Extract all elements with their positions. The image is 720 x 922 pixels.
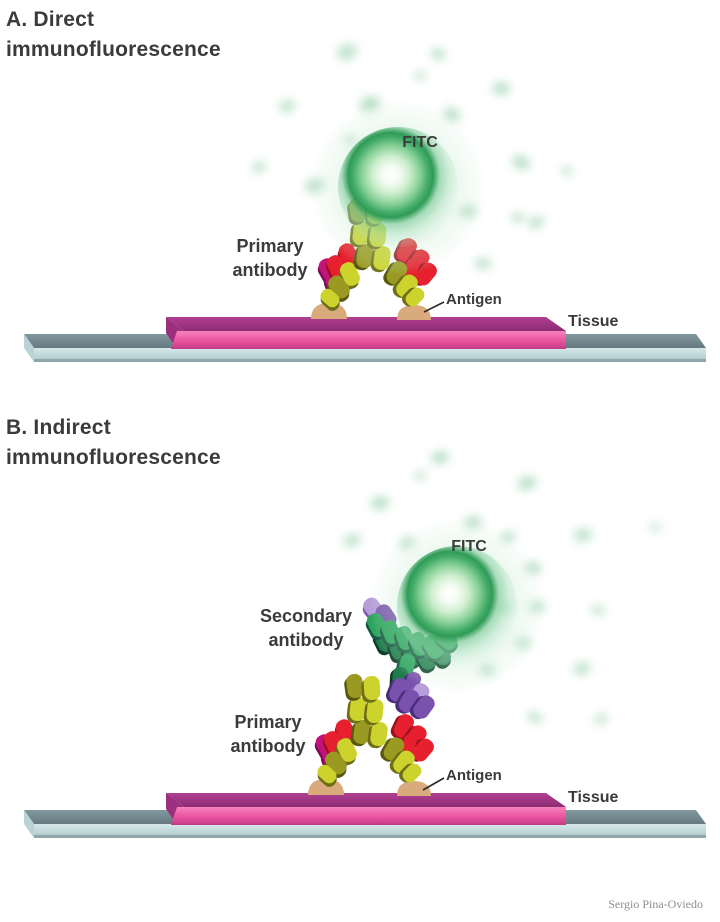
primary-label-b-line1: Primary [234, 712, 302, 732]
tissue-section-a [166, 317, 566, 349]
panel-a-title-line2: immunofluorescence [6, 38, 221, 61]
fitc-label-a: FITC [402, 134, 438, 151]
primary-antibody-b [314, 673, 434, 787]
primary-label-b-line2: antibody [230, 736, 306, 756]
secondary-antibody-label-b: Secondary antibody [260, 604, 352, 652]
fitc-fluorophore-b [397, 546, 517, 666]
primary-label-a-line1: Primary [236, 236, 304, 256]
tissue-section-b [166, 793, 566, 825]
tissue-label-b: Tissue [568, 789, 619, 806]
antigen-pointer-a [423, 301, 445, 313]
panel-a-title: A. Direct immunofluorescence [6, 5, 221, 65]
secondary-label-b-line2: antibody [268, 630, 344, 650]
fitc-label-b: FITC [451, 538, 487, 555]
tissue-label-a: Tissue [568, 313, 619, 330]
panel-b-title-line2: immunofluorescence [6, 446, 221, 469]
panel-b-title: B. Indirect immunofluorescence [6, 413, 221, 473]
author-credit: Sergio Pina-Oviedo [608, 897, 703, 911]
antigen-a-right [397, 305, 431, 320]
panel-b-title-line1: B. Indirect [6, 416, 111, 439]
antigen-pointer-b [422, 777, 445, 791]
antigen-b-right [397, 781, 431, 796]
secondary-label-b-line1: Secondary [259, 606, 353, 626]
fitc-fluorophore-a [338, 127, 458, 247]
antigen-label-a: Antigen [446, 291, 502, 308]
primary-label-a-line2: antibody [232, 260, 308, 280]
primary-antibody-label-a: Primary antibody [233, 234, 308, 282]
antigen-label-b: Antigen [446, 767, 502, 784]
primary-antibody-label-b: Primary antibody [231, 710, 306, 758]
panel-a-title-line1: A. Direct [6, 8, 95, 31]
